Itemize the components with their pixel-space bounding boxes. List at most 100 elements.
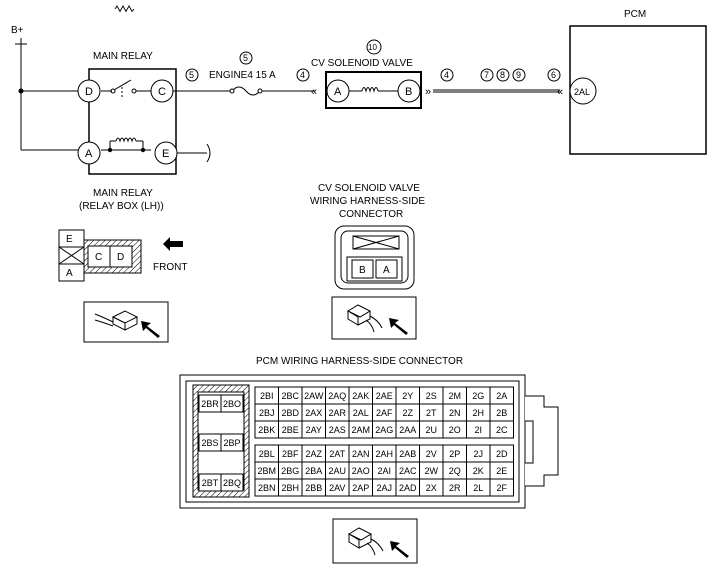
relay-conn-a: A	[66, 268, 73, 279]
cv-left-arrows: «	[311, 86, 317, 98]
cv-pin-b: B	[405, 86, 412, 98]
pcm-pin-2al: 2AL	[353, 408, 369, 418]
cv-solenoid-valve: 10 CV SOLENOID VALVE « » A B 4	[311, 39, 454, 109]
pcm-pin-2bn: 2BN	[258, 483, 276, 493]
cv-valve-ref: 10	[368, 43, 377, 52]
pcm-pin-2at: 2AT	[329, 449, 345, 459]
relay-pin-c: C	[158, 86, 166, 98]
wire-ref-8: 8	[500, 70, 505, 80]
pcm-pin-2ar: 2AR	[328, 408, 346, 418]
pcm-pin-2az: 2AZ	[305, 449, 322, 459]
pcm-pin-2an: 2AN	[352, 449, 370, 459]
cv-caption-3: CONNECTOR	[339, 209, 403, 220]
cv-valve-title: CV SOLENOID VALVE	[311, 58, 413, 69]
power-label: B+	[11, 25, 24, 36]
pcm-pin-2bh: 2BH	[281, 483, 299, 493]
pcm-pin-2bs: 2BS	[201, 438, 218, 448]
relay-conn-d: D	[117, 252, 124, 263]
pcm-pin-2f-cell	[489, 478, 514, 497]
cv-connector-icon	[331, 296, 417, 340]
pcm-pin-2bq-cell	[220, 473, 244, 492]
pcm-pin-2q: 2Q	[449, 466, 461, 476]
main-relay: MAIN RELAY D C A E MAIN RELAY (RELAY BOX…	[77, 5, 211, 212]
pcm-pin-2ax: 2AX	[305, 408, 322, 418]
pcm-pin-2ac: 2AC	[399, 466, 417, 476]
pcm-pin-2ad: 2AD	[399, 483, 417, 493]
cv-right-ref: 4	[444, 70, 449, 80]
pcm-pin-ref: 6	[551, 70, 556, 80]
cv-conn-pin-a: A	[383, 265, 390, 276]
pcm-pin-2a: 2A	[496, 391, 507, 401]
fuse-label: ENGINE4 15 A	[209, 70, 276, 81]
pcm-pin-2j: 2J	[473, 449, 483, 459]
cv-pin-a: A	[334, 86, 342, 98]
relay-pin-c-ref: 5	[189, 70, 194, 80]
main-relay-title: MAIN RELAY	[93, 51, 153, 62]
pcm-pin-2bb: 2BB	[305, 483, 322, 493]
pcm-pin-2au: 2AU	[328, 466, 346, 476]
pcm-pin-2bc: 2BC	[281, 391, 299, 401]
pcm-pin-2c: 2C	[496, 425, 508, 435]
fuse-circuit: 5 5 ENGINE4 15 A 4	[173, 51, 315, 96]
pcm-pin-2aj: 2AJ	[376, 483, 392, 493]
pcm-pin-2ba: 2BA	[305, 466, 322, 476]
pcm-pin-2ab: 2AB	[399, 449, 416, 459]
pcm-pin-2am: 2AM	[351, 425, 370, 435]
pcm-pin-2i: 2I	[474, 425, 482, 435]
pcm-pin-2y: 2Y	[402, 391, 413, 401]
cv-connector: CV SOLENOID VALVE WIRING HARNESS-SIDE CO…	[310, 183, 425, 290]
pcm-pin-2g: 2G	[472, 391, 484, 401]
relay-connector: E A C D FRONT	[58, 229, 187, 282]
cv-conn-pin-b: B	[359, 265, 366, 276]
pcm-wire: 7 8 9 6 «	[433, 68, 563, 98]
relay-pin-a: A	[85, 148, 93, 160]
cv-caption-1: CV SOLENOID VALVE	[318, 183, 420, 194]
pcm-pin-2aw: 2AW	[304, 391, 324, 401]
pcm-pin-2o: 2O	[449, 425, 461, 435]
front-arrow-icon	[163, 237, 183, 251]
pcm-pin-2bj: 2BJ	[259, 408, 275, 418]
pcm-pin-2as: 2AS	[329, 425, 346, 435]
pcm-pin-2v: 2V	[426, 449, 437, 459]
pcm-pin-2bf: 2BF	[282, 449, 299, 459]
pcm-pin-2be: 2BE	[282, 425, 299, 435]
pcm-pin-2al: 2AL	[574, 87, 590, 97]
wire-ref-9: 9	[516, 70, 521, 80]
pcm-pin-2bo: 2BO	[223, 399, 241, 409]
pcm-pin-2z: 2Z	[402, 408, 413, 418]
pcm-pin-2n: 2N	[449, 408, 461, 418]
main-relay-caption-1: MAIN RELAY	[93, 188, 153, 199]
pcm-pin-2t: 2T	[426, 408, 437, 418]
pcm-pin-2ap: 2AP	[352, 483, 369, 493]
relay-pin-e: E	[162, 148, 169, 160]
pcm-pin-2k: 2K	[473, 466, 484, 476]
pcm-module: PCM 2AL	[569, 9, 707, 155]
wire-ref-7: 7	[484, 70, 489, 80]
pcm-pin-2aa: 2AA	[399, 425, 416, 435]
pcm-pin-2aq: 2AQ	[328, 391, 346, 401]
power-supply: B+	[11, 25, 78, 151]
relay-conn-c: C	[95, 252, 102, 263]
pcm-pin-2af: 2AF	[376, 408, 393, 418]
pcm-pin-2h: 2H	[472, 408, 484, 418]
pcm-pin-2r: 2R	[449, 483, 461, 493]
pcm-pin-2bl: 2BL	[259, 449, 275, 459]
pcm-pin-2u: 2U	[425, 425, 437, 435]
pcm-pin-2bd: 2BD	[281, 408, 299, 418]
pcm-pin-2bq: 2BQ	[223, 478, 241, 488]
pcm-pin-2ai: 2AI	[377, 466, 391, 476]
pcm-pin-2bg: 2BG	[281, 466, 299, 476]
pcm-pin-2d: 2D	[496, 449, 508, 459]
pcm-pin-2ae: 2AE	[376, 391, 393, 401]
pcm-pin-2l: 2L	[473, 483, 483, 493]
pcm-conn-title: PCM WIRING HARNESS-SIDE CONNECTOR	[256, 356, 463, 367]
main-relay-caption-2: (RELAY BOX (LH))	[79, 201, 164, 212]
pcm-pin-2bo-cell	[220, 394, 244, 413]
pcm-pin-2bk: 2BK	[258, 425, 275, 435]
pcm-pin-2bi: 2BI	[260, 391, 274, 401]
wire-ref-left: 4	[300, 70, 305, 80]
pcm-pin-2w: 2W	[425, 466, 439, 476]
pcm-pin-2s: 2S	[426, 391, 437, 401]
